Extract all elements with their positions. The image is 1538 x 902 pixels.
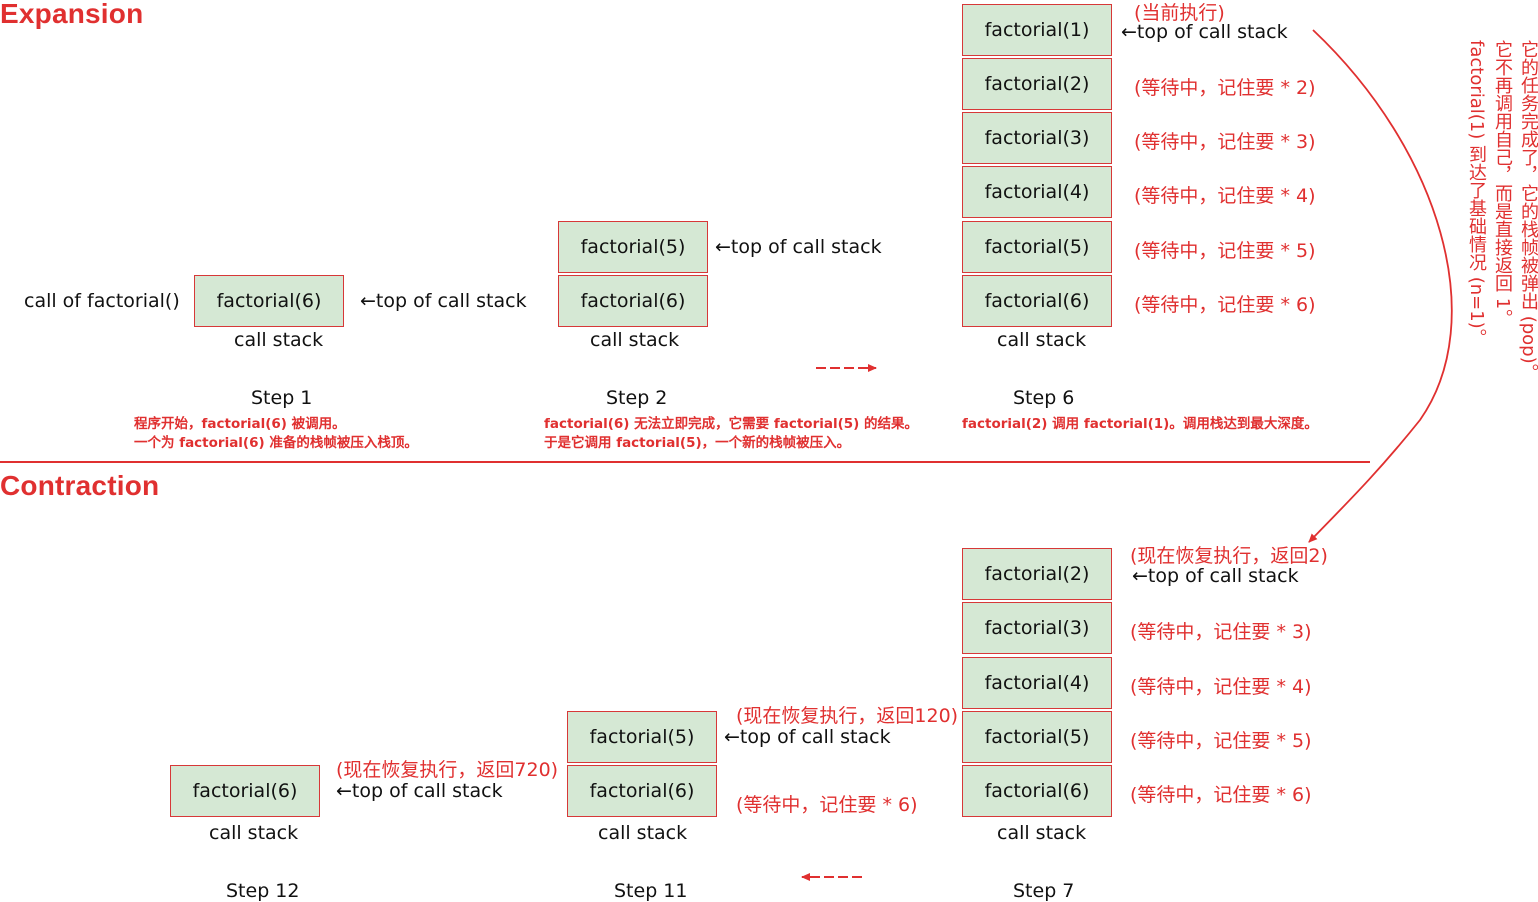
stack-frame-factorial-2: factorial(2)	[962, 548, 1112, 600]
resume-note-2: (现在恢复执行，返回2)	[1130, 545, 1328, 567]
call-stack-label: call stack	[997, 822, 1087, 844]
step-6-desc: factorial(2) 调用 factorial(1)。调用栈达到最大深度。	[962, 416, 1318, 432]
top-of-stack-label: ←top of call stack	[724, 726, 891, 748]
top-of-stack-label: ←top of call stack	[360, 290, 527, 312]
stack-frame-factorial-2: factorial(2)	[962, 58, 1112, 110]
top-of-stack-label: ←top of call stack	[715, 236, 882, 258]
waiting-note-6: (等待中，记住要 * 6)	[1134, 294, 1316, 316]
call-stack-label: call stack	[598, 822, 688, 844]
contraction-title: Contraction	[0, 470, 160, 501]
call-stack-label: call stack	[234, 329, 324, 351]
call-of-factorial-label: call of factorial()	[24, 290, 180, 312]
waiting-note-5: (等待中，记住要 * 5)	[1134, 240, 1316, 262]
step-2-desc-line-1: factorial(6) 无法立即完成，它需要 factorial(5) 的结果…	[544, 416, 919, 432]
stack-frame-factorial-5: factorial(5)	[567, 711, 717, 763]
stack-frame-factorial-4: factorial(4)	[962, 657, 1112, 709]
stack-frame-factorial-3: factorial(3)	[962, 602, 1112, 654]
waiting-note-4: (等待中，记住要 * 4)	[1130, 676, 1312, 698]
side-note-line-3: factorial(1) 到达了基础情况 (n=1)。	[1466, 40, 1487, 347]
waiting-note-2: (等待中，记住要 * 2)	[1134, 77, 1316, 99]
stack-frame-factorial-6: factorial(6)	[567, 765, 717, 817]
waiting-note-6: (等待中，记住要 * 6)	[1130, 784, 1312, 806]
top-of-stack-label: ←top of call stack	[1121, 21, 1288, 43]
waiting-note-3: (等待中，记住要 * 3)	[1134, 131, 1316, 153]
waiting-note-3: (等待中，记住要 * 3)	[1130, 621, 1312, 643]
step-1-desc-line-1: 程序开始，factorial(6) 被调用。	[134, 416, 346, 432]
stack-frame-factorial-6: factorial(6)	[558, 275, 708, 327]
call-stack-label: call stack	[590, 329, 680, 351]
top-of-stack-label: ←top of call stack	[1132, 565, 1299, 587]
step-2-label: Step 2	[606, 387, 668, 409]
step-11-label: Step 11	[614, 880, 688, 902]
stack-frame-factorial-4: factorial(4)	[962, 166, 1112, 218]
stack-frame-factorial-1: factorial(1)	[962, 4, 1112, 56]
expansion-title: Expansion	[0, 0, 144, 29]
step-7-label: Step 7	[1013, 880, 1075, 902]
call-stack-label: call stack	[997, 329, 1087, 351]
step-1-label: Step 1	[251, 387, 313, 409]
stack-frame-factorial-3: factorial(3)	[962, 112, 1112, 164]
stack-frame-factorial-6: factorial(6)	[962, 275, 1112, 327]
stack-frame-factorial-5: factorial(5)	[962, 221, 1112, 273]
waiting-note-5: (等待中，记住要 * 5)	[1130, 730, 1312, 752]
pop-curve-arrow	[1308, 29, 1453, 543]
stack-frame-factorial-5: factorial(5)	[558, 221, 708, 273]
stack-frame-factorial-6: factorial(6)	[170, 765, 320, 817]
step-2-desc-line-2: 于是它调用 factorial(5)，一个新的栈帧被压入。	[544, 435, 851, 451]
step-1-desc-line-2: 一个为 factorial(6) 准备的栈帧被压入栈顶。	[134, 435, 418, 451]
side-note-line-1: 它的任务完成了，它的栈帧被弹出 (pop)。	[1518, 40, 1538, 382]
stack-frame-factorial-5: factorial(5)	[962, 711, 1112, 763]
stack-frame-factorial-6: factorial(6)	[962, 765, 1112, 817]
waiting-note-4: (等待中，记住要 * 4)	[1134, 185, 1316, 207]
section-divider	[0, 461, 1370, 463]
resume-note-120: (现在恢复执行，返回120)	[736, 705, 959, 727]
call-stack-label: call stack	[209, 822, 299, 844]
step-6-label: Step 6	[1013, 387, 1075, 409]
waiting-note-6: (等待中，记住要 * 6)	[736, 794, 918, 816]
resume-note-720: (现在恢复执行，返回720)	[336, 759, 559, 781]
step-12-label: Step 12	[226, 880, 300, 902]
side-note-line-2: 它不再调用自己，而是直接返回 1。	[1492, 40, 1513, 328]
current-executing-note: (当前执行)	[1134, 2, 1225, 24]
stack-frame-factorial-6: factorial(6)	[194, 275, 344, 327]
top-of-stack-label: ←top of call stack	[336, 780, 503, 802]
